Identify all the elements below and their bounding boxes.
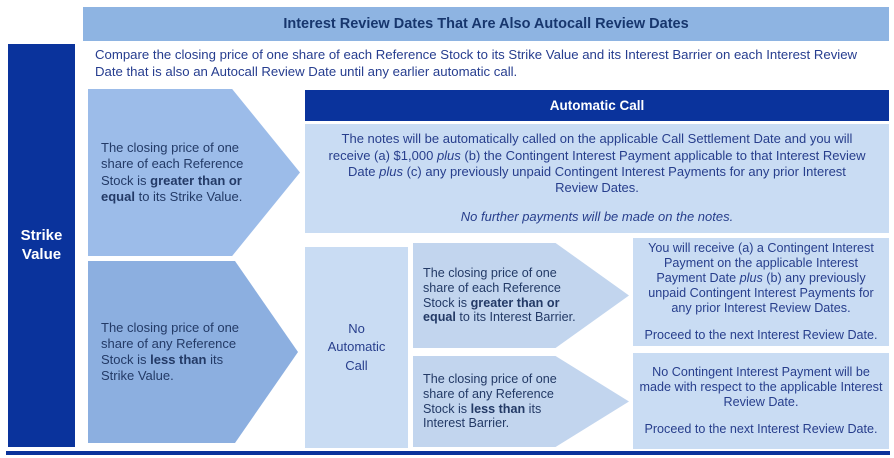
automatic-call-no-further-payments: No further payments will be made on the … <box>460 209 734 225</box>
text-segment: its Strike Value. <box>101 352 224 384</box>
automatic-call-header-label: Automatic Call <box>549 98 645 113</box>
text-segment-italic: plus <box>379 163 403 179</box>
intro-text-content: Compare the closing price of one share o… <box>95 47 858 80</box>
text-segment-italic: plus <box>436 147 461 163</box>
no-automatic-call-label: No Automatic Call <box>327 321 386 373</box>
arrow-strike-greater-equal: The closing price of one share of each R… <box>88 89 300 256</box>
outcome-interest-paid-box: You will receive (a) a Contingent Intere… <box>633 238 889 346</box>
arrow-strike-less-than-text: The closing price of one share of any Re… <box>101 320 259 385</box>
diagram-title-band: Interest Review Dates That Are Also Auto… <box>83 7 889 41</box>
text-segment: The notes will be automatically called o… <box>328 131 853 163</box>
automatic-call-body: The notes will be automatically called o… <box>305 124 889 233</box>
text-segment: You will receive (a) a Contingent Intere… <box>648 241 874 286</box>
text-segment-bold: less than <box>470 401 526 416</box>
intro-text: Compare the closing price of one share o… <box>95 46 865 81</box>
text-segment: (c) any previously unpaid Contingent Int… <box>402 163 846 196</box>
outcome-interest-paid-text: You will receive (a) a Contingent Intere… <box>639 241 883 315</box>
text-segment-italic: plus <box>739 271 763 286</box>
arrow-barrier-less-than-text: The closing price of one share of any Re… <box>423 372 586 431</box>
strike-value-label: Strike Value <box>20 226 63 263</box>
outcome-interest-paid-proceed: Proceed to the next Interest Review Date… <box>644 327 878 342</box>
arrow-barrier-greater-equal: The closing price of one share of each R… <box>413 243 629 348</box>
arrow-barrier-less-than: The closing price of one share of any Re… <box>413 356 629 447</box>
text-segment: The closing price of one share of each R… <box>423 266 561 310</box>
automatic-call-header: Automatic Call <box>305 90 889 121</box>
text-segment: The closing price of one share of any Re… <box>423 372 557 416</box>
text-segment: (b) any previously unpaid Contingent Int… <box>648 271 874 315</box>
automatic-call-paragraph: The notes will be automatically called o… <box>325 131 869 196</box>
arrow-barrier-greater-equal-text: The closing price of one share of each R… <box>423 266 586 325</box>
arrow-strike-less-than: The closing price of one share of any Re… <box>88 261 298 443</box>
arrow-strike-greater-equal-text: The closing price of one share of each R… <box>101 140 259 205</box>
bottom-border-rule <box>6 451 890 455</box>
strike-value-bar: Strike Value <box>8 44 75 447</box>
text-segment: (b) the Contingent Interest Payment appl… <box>348 147 866 179</box>
text-segment: The closing price of one share of each R… <box>101 140 244 188</box>
outcome-no-interest-proceed: Proceed to the next Interest Review Date… <box>644 421 878 436</box>
text-segment: The closing price of one share of any Re… <box>101 319 240 368</box>
text-segment-bold: greater than or equal <box>101 172 242 204</box>
outcome-no-interest-text: No Contingent Interest Payment will be m… <box>639 365 883 409</box>
outcome-no-interest-box: No Contingent Interest Payment will be m… <box>633 353 889 449</box>
diagram-title: Interest Review Dates That Are Also Auto… <box>283 16 689 32</box>
text-segment-bold: less than <box>150 352 207 367</box>
no-automatic-call-box: No Automatic Call <box>305 247 408 448</box>
text-segment: its Interest Barrier. <box>423 401 542 431</box>
text-segment: to its Strike Value. <box>134 188 243 204</box>
text-segment: to its Interest Barrier. <box>455 310 576 325</box>
text-segment-bold: greater than or equal <box>423 295 560 325</box>
